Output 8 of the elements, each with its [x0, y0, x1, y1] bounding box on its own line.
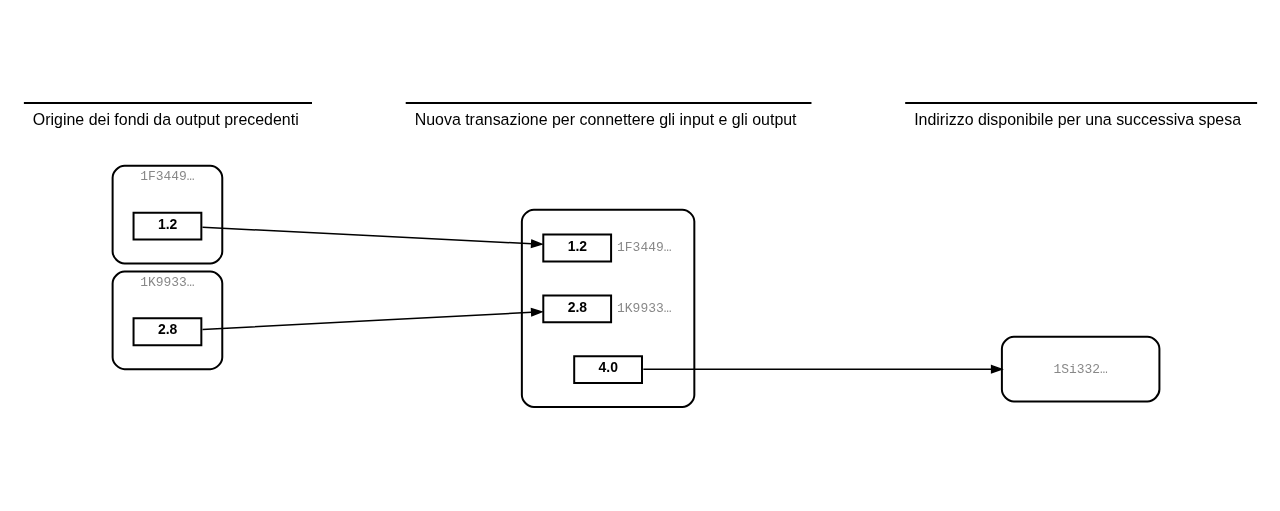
cluster	[520, 208, 696, 409]
label: Nuova transazione per connettere gli input e gli output	[414, 110, 797, 128]
node-box: 1Si332…	[1000, 335, 1161, 403]
label: Origine dei fondi da output precedenti	[32, 110, 299, 128]
node-label: 1K9933…	[617, 301, 672, 317]
label: Indirizzo disponibile per una successiva spesa	[914, 110, 1242, 128]
arrow	[642, 364, 1004, 374]
node-label: 1F3449…	[617, 240, 672, 256]
